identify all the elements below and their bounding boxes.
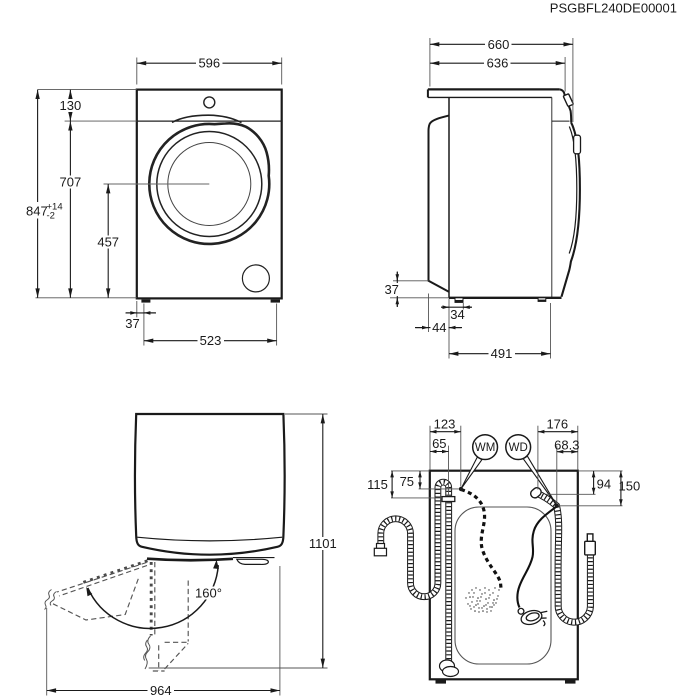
svg-text:176: 176 xyxy=(546,417,568,432)
svg-text:491: 491 xyxy=(491,346,513,361)
svg-text:PSGBFL240DE00001: PSGBFL240DE00001 xyxy=(550,1,677,16)
svg-text:75: 75 xyxy=(400,474,414,489)
svg-text:596: 596 xyxy=(198,56,220,71)
svg-text:847: 847 xyxy=(26,204,48,219)
svg-text:WD: WD xyxy=(509,442,528,454)
svg-text:964: 964 xyxy=(150,683,172,698)
svg-text:65: 65 xyxy=(432,436,446,451)
svg-text:1101: 1101 xyxy=(309,536,337,551)
svg-text:123: 123 xyxy=(434,417,456,432)
svg-text:37: 37 xyxy=(384,282,398,297)
svg-text:+14: +14 xyxy=(47,202,63,213)
svg-text:34: 34 xyxy=(450,307,464,322)
svg-text:160°: 160° xyxy=(195,586,222,601)
svg-text:457: 457 xyxy=(97,235,119,250)
svg-text:WM: WM xyxy=(475,442,495,454)
svg-text:44: 44 xyxy=(432,320,446,335)
svg-text:130: 130 xyxy=(60,98,82,113)
svg-text:37: 37 xyxy=(125,316,139,331)
svg-text:707: 707 xyxy=(60,175,82,190)
svg-text:-2: -2 xyxy=(47,211,55,222)
svg-text:660: 660 xyxy=(488,37,510,52)
svg-text:115: 115 xyxy=(367,477,388,492)
svg-text:150: 150 xyxy=(619,479,641,494)
svg-text:94: 94 xyxy=(597,477,611,492)
svg-text:68.3: 68.3 xyxy=(554,437,579,452)
svg-text:636: 636 xyxy=(487,56,509,71)
svg-text:523: 523 xyxy=(200,333,222,348)
